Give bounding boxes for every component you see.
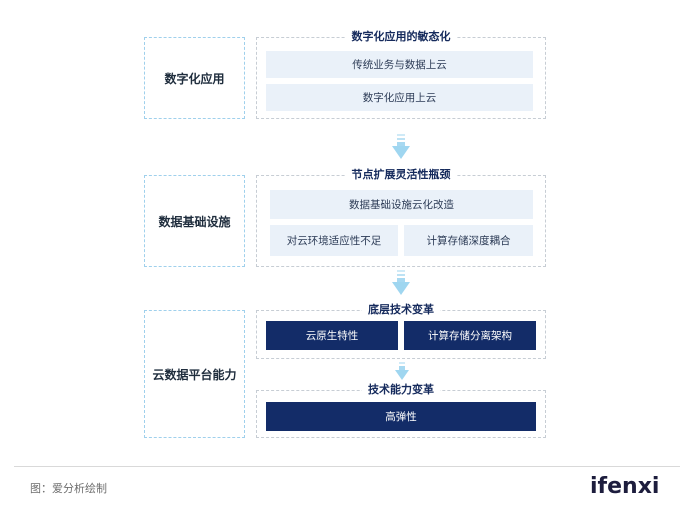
- item-box: 数据基础设施云化改造: [270, 190, 533, 219]
- layer-label-cloud-data-platform: 云数据平台能力: [144, 310, 245, 438]
- layer-label-digital-apps: 数字化应用: [144, 37, 245, 119]
- layer-label-data-infra: 数据基础设施: [144, 175, 245, 267]
- down-arrow-icon: [392, 270, 410, 295]
- item-box-dark: 计算存储分离架构: [404, 321, 536, 350]
- down-arrow-icon: [395, 362, 409, 380]
- section-title: 数字化应用的敏态化: [345, 30, 457, 44]
- section-title: 节点扩展灵活性瓶颈: [345, 168, 457, 182]
- item-box-dark: 云原生特性: [266, 321, 398, 350]
- down-arrow-icon: [392, 134, 410, 159]
- item-box: 计算存储深度耦合: [404, 225, 533, 256]
- item-box: 对云环境适应性不足: [270, 225, 398, 256]
- item-box: 传统业务与数据上云: [266, 51, 533, 78]
- item-box-dark: 高弹性: [266, 402, 536, 431]
- item-box: 数字化应用上云: [266, 84, 533, 111]
- figure-caption: 图：爱分析绘制: [30, 482, 107, 495]
- ifenxi-logo: ifenxi: [590, 474, 660, 499]
- footer-divider: [14, 466, 680, 467]
- section-title: 底层技术变革: [362, 303, 440, 317]
- section-title: 技术能力变革: [362, 383, 440, 397]
